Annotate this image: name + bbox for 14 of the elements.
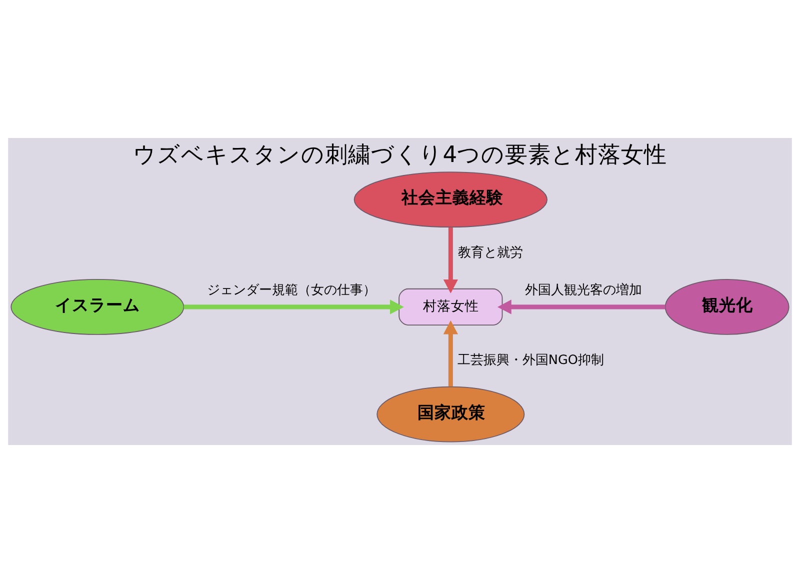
- diagram-title: ウズベキスタンの刺繍づくり4つの要素と村落女性: [132, 142, 668, 168]
- node-ellipse: 観光化: [664, 278, 790, 335]
- node-box: 村落女性: [398, 288, 503, 326]
- node-ellipse: 社会主義経験: [354, 172, 548, 228]
- arrow: [184, 300, 404, 314]
- arrow: [443, 227, 458, 294]
- edge-label: 外国人観光客の増加: [525, 283, 642, 298]
- node-ellipse: イスラーム: [10, 278, 184, 335]
- arrow: [443, 320, 458, 386]
- edge-label: 教育と就労: [458, 246, 523, 261]
- node-ellipse: 国家政策: [376, 386, 525, 442]
- edge-label: ジェンダー規範（女の仕事）: [207, 283, 376, 298]
- arrow: [497, 300, 666, 314]
- edge-label: 工芸振興・外国NGO抑制: [457, 353, 604, 368]
